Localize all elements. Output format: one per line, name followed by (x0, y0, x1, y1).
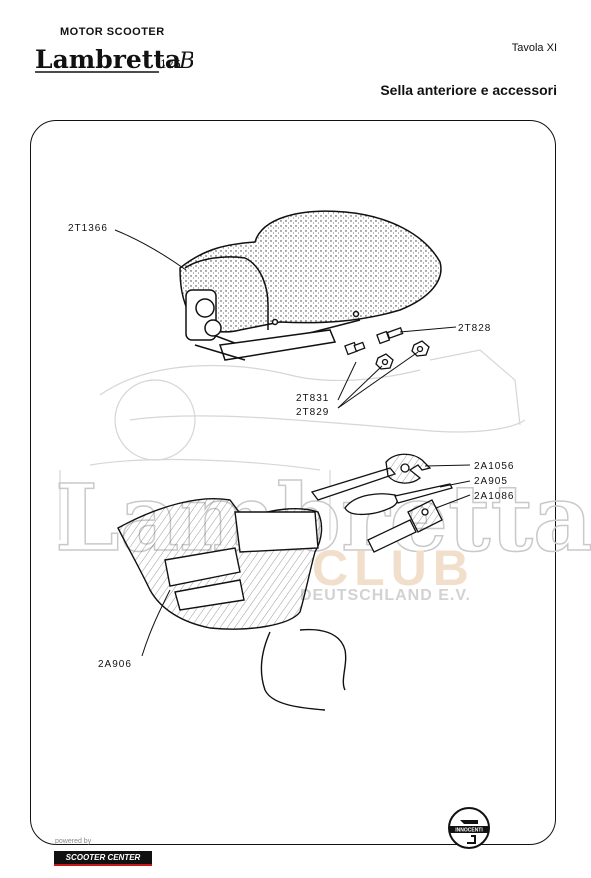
screwdriver-drawing (344, 483, 453, 516)
leader-lines (114, 229, 471, 657)
watermark-country: DEUTSCHLAND E.V. (300, 587, 471, 604)
innocenti-logo-text: INNOCENTI (455, 828, 483, 834)
tool-roll-drawing (117, 498, 347, 711)
logo-brand: Lambretta (35, 45, 181, 74)
powered-by-label: powered by (55, 838, 92, 845)
spanner-wrench-drawing (310, 453, 432, 501)
part-label-2a906: 2A906 (98, 659, 132, 670)
watermark-club: CLUB (312, 540, 475, 596)
logo-model-letter: B (178, 49, 193, 74)
bolt-hardware-drawing (344, 326, 430, 370)
page-title: Sella anteriore e accessori (380, 82, 557, 98)
part-label-2a905: 2A905 (474, 476, 508, 487)
background-scooter-sketch (59, 349, 526, 540)
part-label-2t829: 2T829 (296, 407, 329, 418)
drawing-frame (30, 120, 556, 845)
part-label-2t1366: 2T1366 (68, 223, 108, 234)
part-label-2t831: 2T831 (296, 393, 329, 404)
front-saddle-drawing (179, 210, 442, 361)
plate-number: Tavola XI (511, 42, 557, 54)
part-label-2a1056: 2A1056 (474, 461, 514, 472)
part-label-2t828: 2T828 (458, 323, 491, 334)
logo-model-number: 125 (160, 58, 181, 71)
innocenti-logo: INNOCENTI (448, 807, 490, 849)
spark-plug-spanner-drawing (367, 499, 443, 553)
scooter-center-logo: SCOOTER CENTER (54, 851, 152, 866)
lambretta-logo: Lambretta 125 B (35, 45, 193, 74)
header-subtitle: MOTOR SCOOTER (60, 26, 165, 38)
part-label-2a1086: 2A1086 (474, 491, 514, 502)
